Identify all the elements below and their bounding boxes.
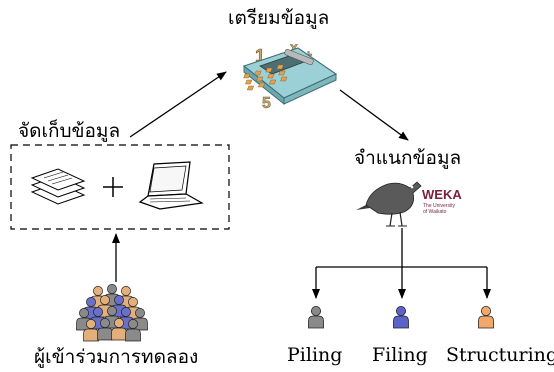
weka-university-line1: The University xyxy=(423,203,455,209)
laptop-icon xyxy=(138,161,204,210)
svg-text:1: 1 xyxy=(255,46,265,66)
documents-icon xyxy=(30,168,86,205)
filing-person-icon xyxy=(393,305,409,329)
output-label-piling: Piling xyxy=(287,344,343,366)
svg-text:÷: ÷ xyxy=(305,47,312,62)
participants-label: ผู้เข้าร่วมการทดลอง xyxy=(34,346,199,368)
structuring-person-icon xyxy=(478,305,494,329)
classify-label: จำแนกข้อมูล xyxy=(354,147,462,169)
participants-group-icon xyxy=(76,283,148,342)
svg-text:5: 5 xyxy=(262,95,271,112)
output-label-structuring: Structuring xyxy=(446,344,554,366)
arrow-prepare-to-classify xyxy=(339,89,409,141)
weka-university-line2: of Waikato xyxy=(423,209,447,215)
weka-title: WEKA xyxy=(422,187,462,202)
svg-text:x: x xyxy=(290,39,298,55)
output-label-filing: Filing xyxy=(372,344,428,366)
collect-label: จัดเก็บข้อมูล xyxy=(18,120,121,142)
weka-logo: WEKA The University of Waikato xyxy=(356,181,462,227)
calculator-icon: 1 x ÷ 5 xyxy=(242,39,338,112)
arrow-collect-to-prepare xyxy=(129,71,227,138)
piling-person-icon xyxy=(308,305,324,329)
plus-icon xyxy=(103,177,123,197)
collection-box xyxy=(10,144,230,230)
prepare-label: เตรียมข้อมูล xyxy=(228,7,330,29)
